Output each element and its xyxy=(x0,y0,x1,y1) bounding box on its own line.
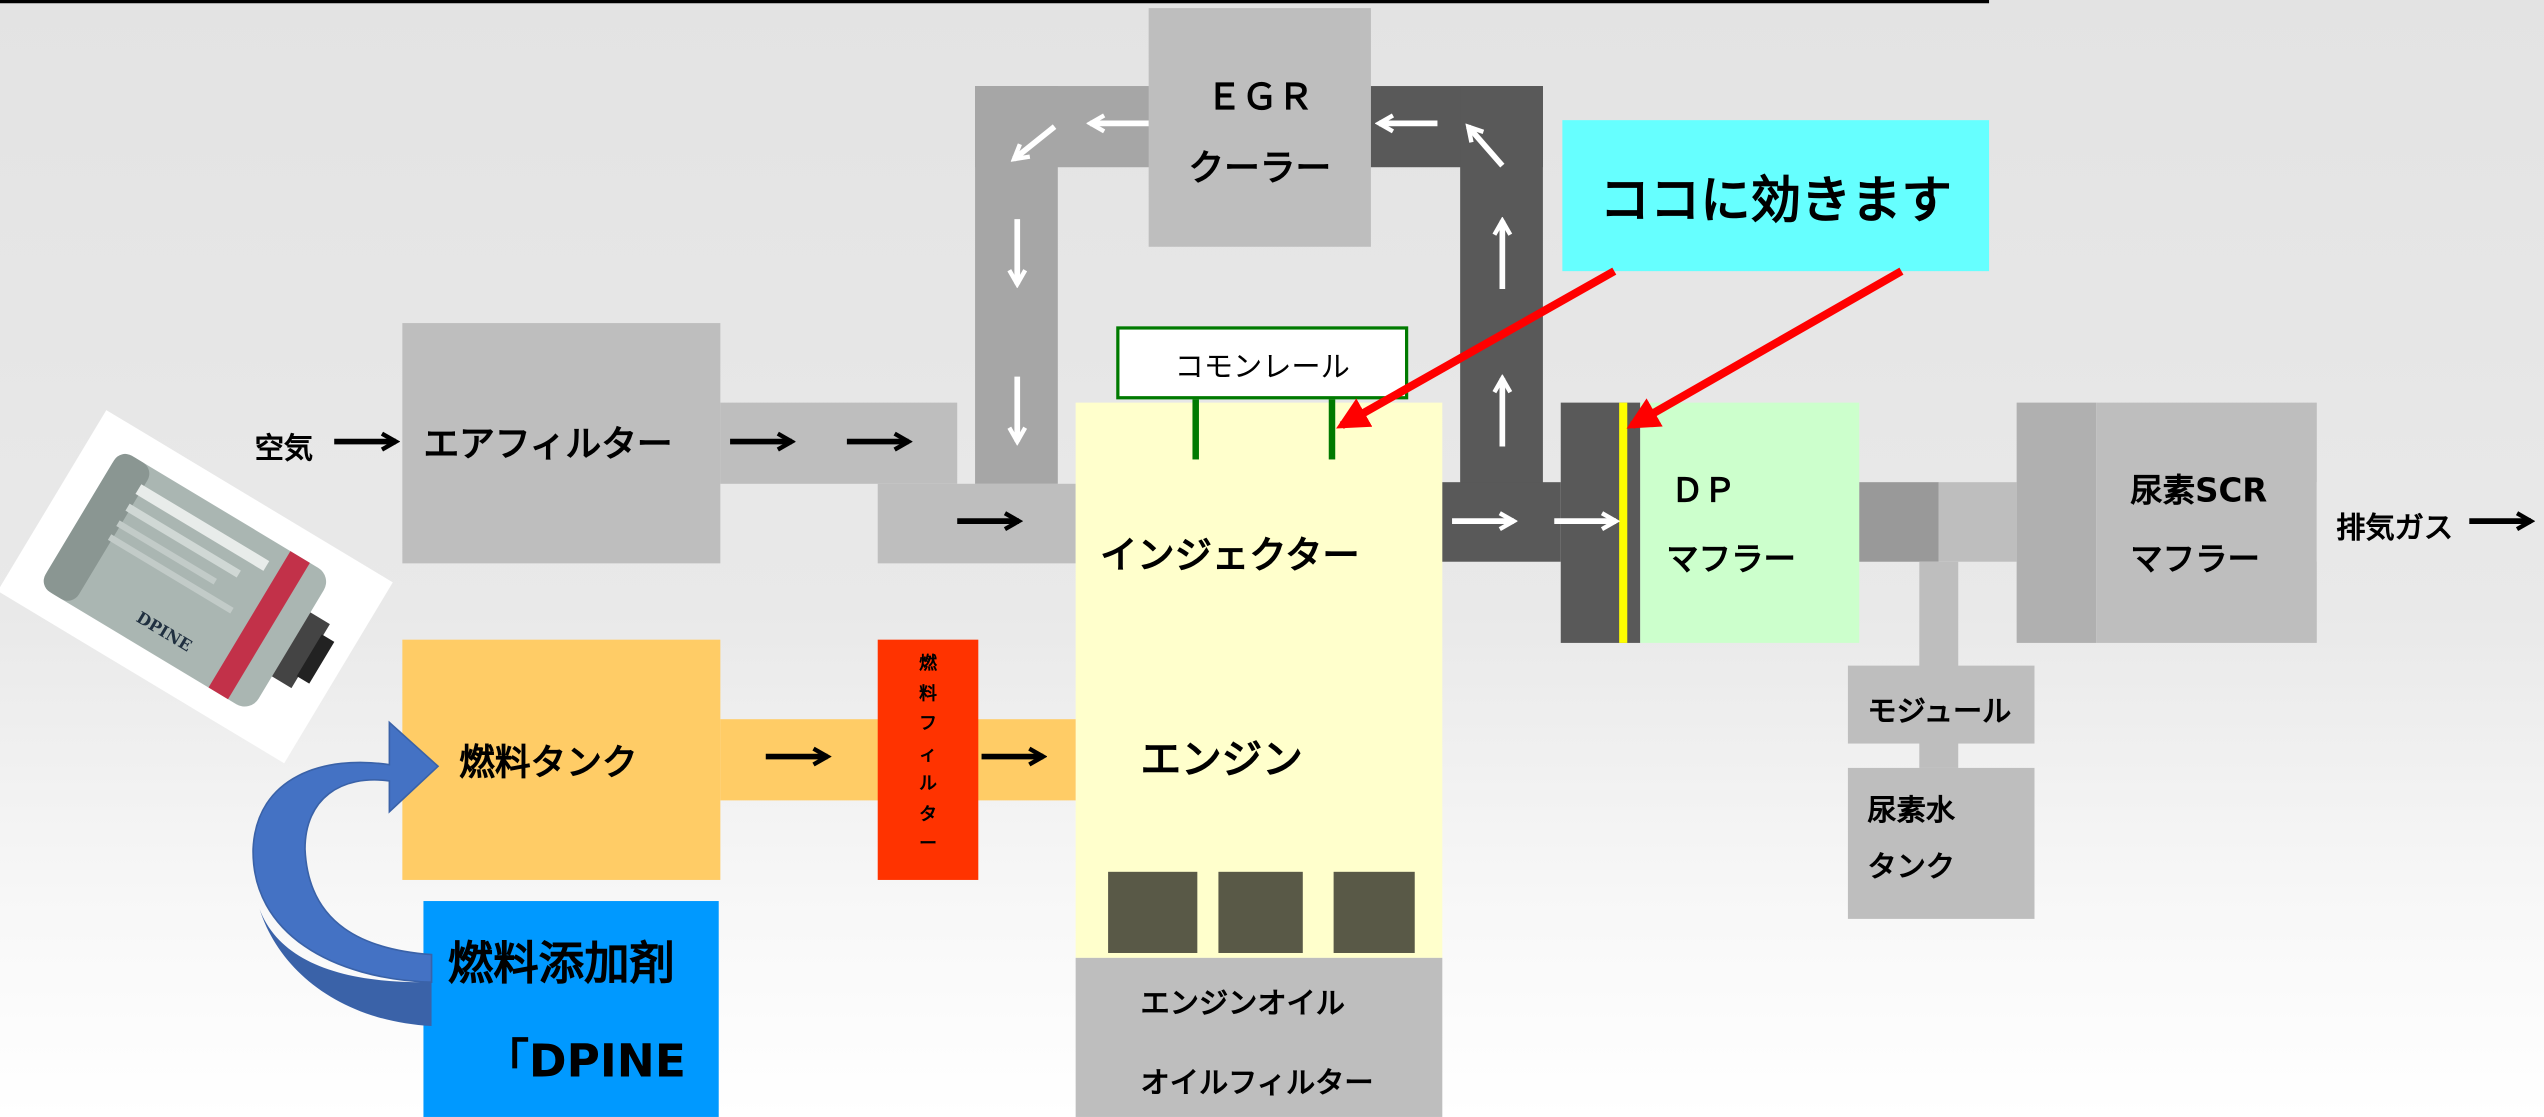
fuel-filter-label: 燃 料 フ ィ ル タ ー xyxy=(919,652,937,854)
dp-label-line1: ＤＰ xyxy=(1671,470,1736,510)
callout-arrow-rail xyxy=(1336,267,1617,429)
air-label: 空気 xyxy=(254,431,314,466)
egr-label-line1: ＥＧＲ xyxy=(1206,77,1314,119)
engine-label: エンジン xyxy=(1140,735,1303,783)
oil-filter-label: オイルフィルター xyxy=(1140,1066,1374,1101)
injector-label: インジェクター xyxy=(1099,535,1360,578)
additive-box xyxy=(423,901,719,1117)
exhaust-label: 排気ガス xyxy=(2336,511,2454,546)
common-rail-label: コモンレール xyxy=(1174,350,1350,385)
egr-cooler-box xyxy=(1148,8,1371,247)
scr-muffler-inlet xyxy=(2016,402,2097,643)
additive-label-line1: 燃料添加剤 xyxy=(447,936,675,991)
callout-label: ココに効きます xyxy=(1599,172,1952,231)
scr-label-line2: マフラー xyxy=(2130,539,2261,578)
arrow-icon xyxy=(1014,124,1057,159)
module-box xyxy=(1847,665,2035,744)
scr-inlet-pipe xyxy=(1938,482,2017,562)
top-rule xyxy=(0,0,1990,4)
dp-filter-line xyxy=(1619,402,1628,643)
mixing-section xyxy=(1859,482,1939,562)
engine-oil-box xyxy=(1075,957,1443,1117)
exhaust-outlet-box xyxy=(2316,482,2476,562)
scr-muffler-box xyxy=(2096,402,2317,643)
fuel-filter-box xyxy=(877,639,979,880)
urea-tank-label-line1: 尿素水 xyxy=(1867,793,1955,828)
dp-muffler-box xyxy=(1640,402,1860,643)
fuel-tank-box xyxy=(402,639,721,880)
engine-block xyxy=(1075,402,1443,958)
air-filter-label: エアフィルター xyxy=(423,425,673,466)
product-can-image: DPINE xyxy=(0,410,393,764)
urea-tank-box xyxy=(1847,767,2035,919)
urea-tank-label-line2: タンク xyxy=(1867,850,1955,885)
module-label: モジュール xyxy=(1867,694,2012,729)
cylinder-group-3 xyxy=(1333,871,1415,953)
cylinder-pattern xyxy=(1108,871,1425,953)
curved-arrow-tail xyxy=(259,909,432,1027)
injector-line-1 xyxy=(1192,399,1199,460)
egr-label-line2: クーラー xyxy=(1188,149,1332,190)
common-rail-box xyxy=(1116,326,1409,400)
scr-label-line1: 尿素SCR xyxy=(2130,470,2268,510)
cylinder-group-2 xyxy=(1218,871,1303,953)
engine-oil-label: エンジンオイル xyxy=(1140,987,1345,1022)
arrow-icon xyxy=(1468,127,1505,168)
callout-arrow-dp xyxy=(1626,267,1904,429)
curved-arrow-icon xyxy=(252,720,440,984)
cylinder-group-1 xyxy=(1108,871,1198,953)
air-filter-box xyxy=(402,323,721,564)
injector-line-2 xyxy=(1328,399,1336,460)
dp-label-line2: マフラー xyxy=(1666,539,1796,578)
fuel-tank-label: 燃料タンク xyxy=(459,743,638,785)
callout-box xyxy=(1562,120,1990,272)
additive-label-line2: 「DPINE xyxy=(483,1034,686,1088)
